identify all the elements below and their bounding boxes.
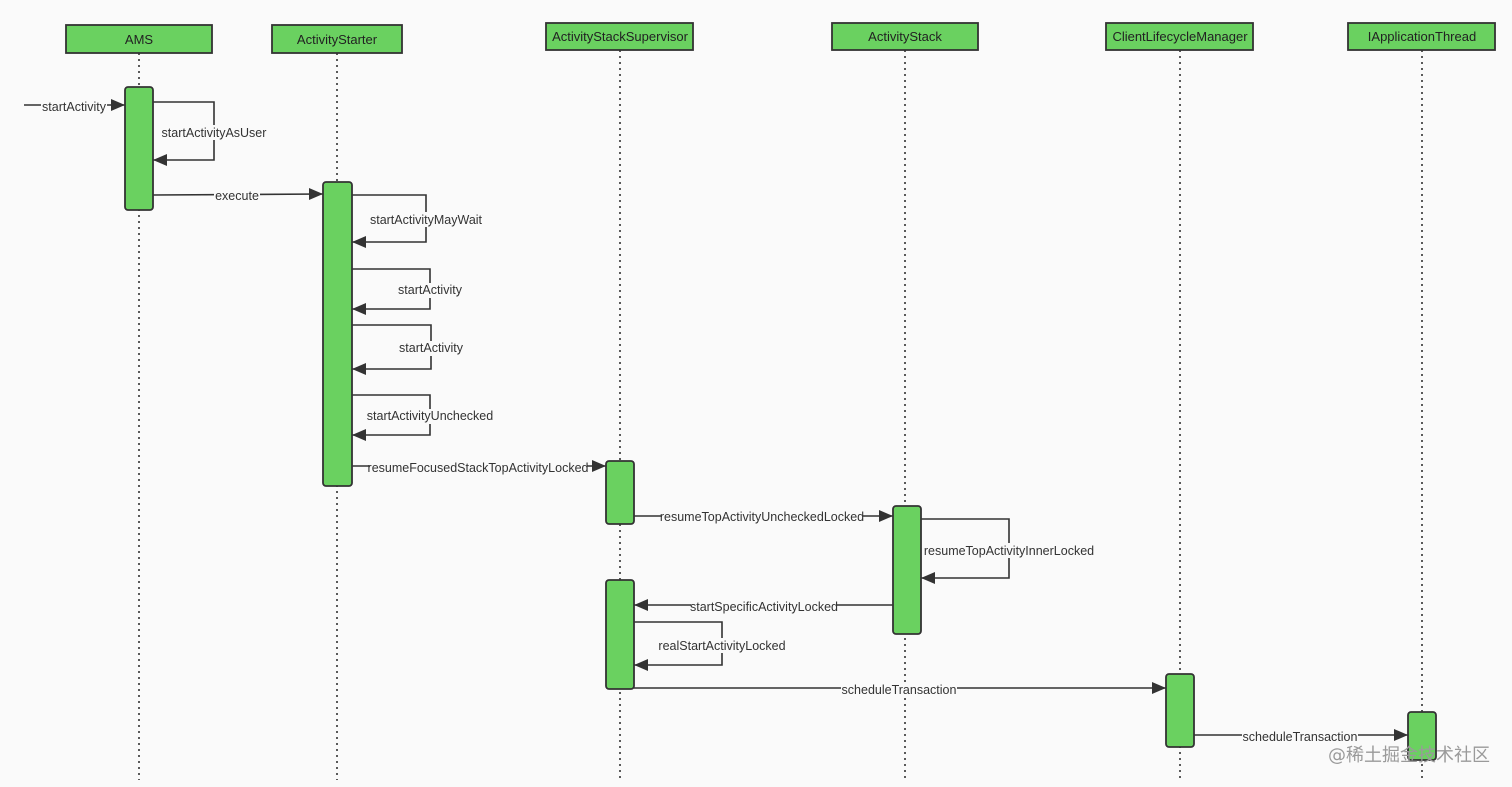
message-startactivity-2: startActivity (352, 324, 464, 375)
message-label: scheduleTransaction (842, 683, 957, 697)
label-background (925, 543, 1093, 558)
message-label: scheduleTransaction (1243, 730, 1358, 744)
label-background (662, 509, 863, 524)
participant-activitystarter: ActivityStarter (271, 24, 403, 54)
participant-label: ActivityStarter (297, 32, 378, 47)
label-background (659, 638, 785, 653)
arrowhead (352, 303, 366, 315)
label-background (841, 682, 957, 697)
label-background (367, 409, 493, 424)
participant-ams: AMS (65, 24, 213, 54)
participant-box (545, 22, 694, 51)
message-startactivityasuser: startActivityAsUser (153, 101, 267, 166)
message-resumetopactivityinnerlocked: resumeTopActivityInnerLocked (921, 518, 1094, 584)
label-background (370, 460, 587, 475)
message-label: realStartActivityLocked (658, 639, 785, 653)
participant-iapplicationthread: IApplicationThread (1347, 22, 1496, 51)
activation-activitystarter (322, 181, 353, 487)
arrowhead (352, 429, 366, 441)
activation-supervisor-1 (605, 460, 635, 525)
label-background (161, 125, 266, 140)
arrowhead (634, 659, 648, 671)
message-label: startActivity (399, 341, 464, 355)
message-label: startActivityUnchecked (367, 409, 493, 423)
participant-box (1105, 22, 1254, 51)
label-background (1242, 729, 1358, 744)
participant-box (65, 24, 213, 54)
arrowhead (1152, 682, 1166, 694)
activation-iapplicationthread (1407, 711, 1437, 761)
arrowhead (1394, 729, 1408, 741)
arrowhead (309, 188, 323, 200)
message-scheduletransaction-2: scheduleTransaction (1194, 729, 1408, 744)
arrowhead (592, 460, 606, 472)
message-startactivity: startActivity (24, 99, 125, 114)
message-label: resumeTopActivityUncheckedLocked (660, 510, 864, 524)
label-background (369, 212, 483, 227)
label-background (691, 599, 837, 614)
message-startactivityunchecked: startActivityUnchecked (352, 394, 493, 441)
participant-box (271, 24, 403, 54)
participant-label: ActivityStackSupervisor (552, 29, 688, 44)
participant-activitystack: ActivityStack (831, 22, 979, 51)
message-label: startSpecificActivityLocked (690, 600, 838, 614)
arrowhead (153, 154, 167, 166)
arrowhead (879, 510, 893, 522)
participant-clientlifecyclemanager: ClientLifecycleManager (1105, 22, 1254, 51)
arrowhead (634, 599, 648, 611)
arrowhead (352, 363, 366, 375)
message-realstartactivitylocked: realStartActivityLocked (634, 621, 786, 671)
label-background (41, 99, 107, 114)
message-startactivity-1: startActivity (352, 268, 463, 315)
message-label: startActivityMayWait (370, 213, 483, 227)
participant-label: ClientLifecycleManager (1112, 29, 1248, 44)
participant-box (1347, 22, 1496, 51)
message-label: startActivityAsUser (162, 126, 267, 140)
message-scheduletransaction-1: scheduleTransaction (634, 682, 1166, 697)
activation-activitystack (892, 505, 922, 635)
message-label: resumeTopActivityInnerLocked (924, 544, 1094, 558)
label-background (214, 189, 260, 204)
activation-supervisor-2 (605, 579, 635, 690)
message-startspecificactivitylocked: startSpecificActivityLocked (634, 599, 893, 614)
message-label: resumeFocusedStackTopActivityLocked (368, 461, 589, 475)
activation-ams (124, 86, 154, 211)
message-label: startActivity (42, 100, 107, 114)
message-resumetopactivityuncheckedlocked: resumeTopActivityUncheckedLocked (634, 509, 893, 524)
activations (124, 86, 1437, 761)
participant-activitystacksupervisor: ActivityStackSupervisor (545, 22, 694, 51)
label-background (398, 341, 464, 356)
message-label: execute (215, 189, 259, 203)
participant-label: ActivityStack (868, 29, 942, 44)
message-label: startActivity (398, 283, 463, 297)
activation-clientlifecyclemanager (1165, 673, 1195, 748)
arrowhead (352, 236, 366, 248)
message-startactivitymaywait: startActivityMayWait (352, 194, 483, 248)
arrowhead (111, 99, 125, 111)
arrowhead (921, 572, 935, 584)
participant-box (831, 22, 979, 51)
participant-label: AMS (125, 32, 154, 47)
message-execute: execute (152, 188, 324, 204)
participant-label: IApplicationThread (1368, 29, 1476, 44)
watermark-text: @稀土掘金技术社区 (1328, 745, 1490, 766)
message-resumefocusedstacktopactivitylocked: resumeFocusedStackTopActivityLocked (352, 460, 606, 475)
label-background (397, 283, 463, 298)
